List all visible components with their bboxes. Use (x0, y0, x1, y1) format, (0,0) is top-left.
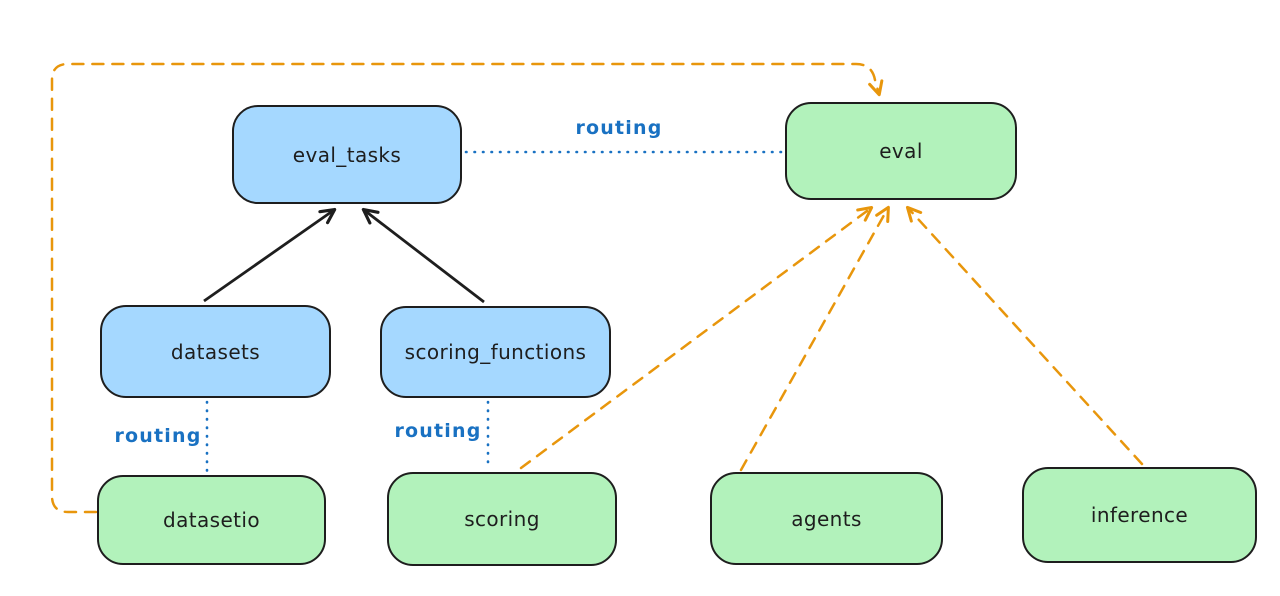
node-inference-label: inference (1090, 503, 1189, 527)
edge-agents-to-eval (739, 205, 890, 472)
node-eval[interactable]: eval (785, 102, 1017, 200)
node-eval-label: eval (879, 139, 923, 163)
node-scoring-label: scoring (464, 507, 540, 531)
edge-datasets-to-eval-tasks (203, 207, 337, 303)
node-datasetio-label: datasetio (162, 508, 260, 532)
node-scoring[interactable]: scoring (387, 472, 617, 566)
node-scoring-functions[interactable]: scoring_functions (380, 306, 611, 398)
edge-label-routing-datasets: routing (114, 425, 202, 447)
edge-inference-to-eval (905, 205, 1144, 466)
node-eval-tasks[interactable]: eval_tasks (232, 105, 462, 204)
edge-scoring-to-eval (519, 206, 874, 470)
node-eval-tasks-label: eval_tasks (292, 142, 402, 167)
edge-scoring-functions-to-eval-tasks (361, 207, 485, 304)
node-datasets[interactable]: datasets (100, 305, 331, 398)
edge-label-routing-scoring: routing (394, 420, 482, 442)
edge-label-routing-top: routing (575, 117, 663, 139)
node-agents[interactable]: agents (710, 472, 943, 565)
edge-datasetio-to-eval (50, 62, 884, 514)
node-datasets-label: datasets (170, 339, 261, 364)
node-scoring-functions-label: scoring_functions (404, 340, 587, 364)
node-inference[interactable]: inference (1022, 467, 1257, 563)
node-agents-label: agents (791, 506, 862, 531)
node-datasetio[interactable]: datasetio (97, 475, 326, 565)
